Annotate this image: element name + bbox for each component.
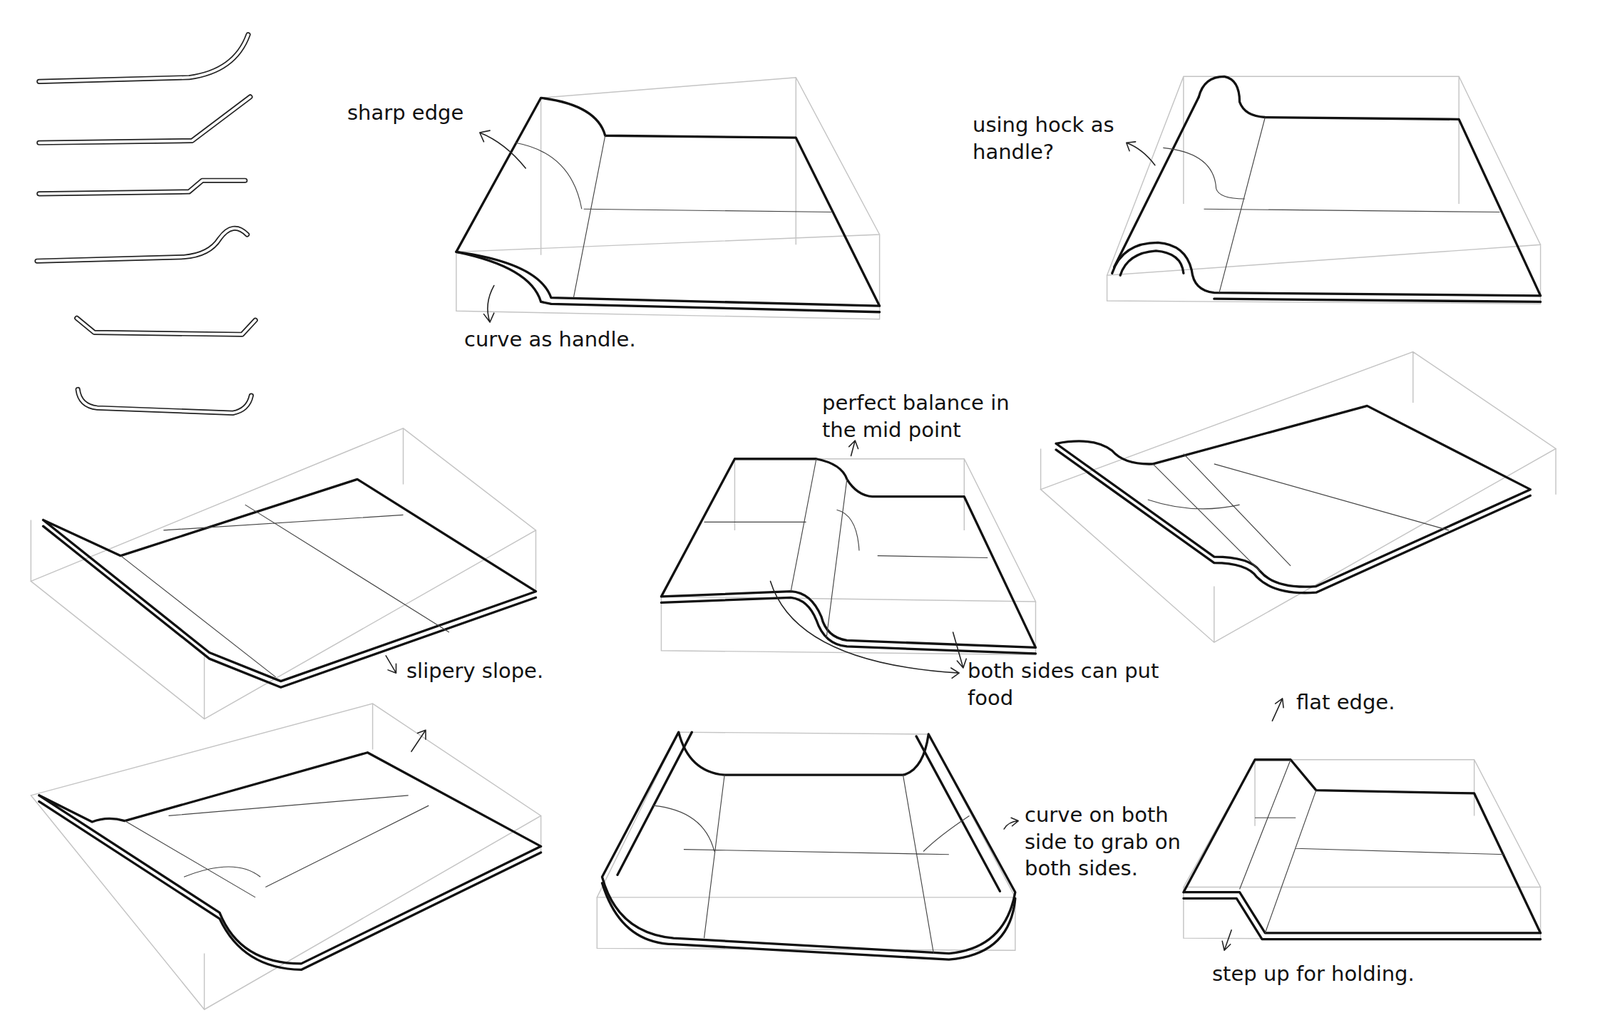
tray-outline xyxy=(1112,76,1541,296)
tray-rim xyxy=(456,251,880,312)
note-label: curve as handle. xyxy=(464,326,689,354)
profile-double-curve xyxy=(77,389,251,413)
profile-hook xyxy=(37,228,248,261)
profile-curve xyxy=(39,34,249,82)
tray-rim xyxy=(1114,96,1541,303)
tray-rim xyxy=(39,801,542,970)
leader-arrow xyxy=(1272,698,1284,721)
tray-outline xyxy=(601,732,1015,954)
profile-step xyxy=(39,180,246,194)
profile-hook xyxy=(37,228,248,261)
construction-line xyxy=(653,775,969,954)
leader-arrow xyxy=(1126,141,1156,166)
leader-arrow xyxy=(953,632,967,669)
leader-arrows xyxy=(385,130,1284,951)
construction-line xyxy=(1162,117,1500,294)
tray-rim xyxy=(1055,449,1531,594)
tray-rim xyxy=(1183,898,1541,940)
construction-line xyxy=(515,135,832,298)
note-label: perfect balance in the mid point xyxy=(822,390,1032,444)
profile-sections xyxy=(37,34,256,414)
tray-step-up xyxy=(1183,760,1541,941)
bounding-box xyxy=(456,77,880,320)
tray-outline xyxy=(39,752,542,964)
leader-arrow xyxy=(411,730,426,752)
leader-arrow xyxy=(484,285,495,323)
profile-slope xyxy=(39,96,251,143)
leader-arrow xyxy=(385,655,396,674)
construction-line xyxy=(1239,760,1506,934)
profile-curve xyxy=(39,34,249,82)
note-label: using hock as handle? xyxy=(972,111,1141,166)
tray-hook xyxy=(1107,76,1541,304)
tray-two-curves xyxy=(596,732,1016,960)
tray-step-curve xyxy=(1040,352,1556,644)
bounding-box xyxy=(660,459,1036,656)
tray-outline xyxy=(1055,405,1531,587)
profile-step xyxy=(39,180,246,194)
construction-line xyxy=(120,504,450,678)
note-label: sharp edge xyxy=(347,99,511,127)
note-label: curve on both side to grab on both sides… xyxy=(1024,802,1209,883)
tray-outline xyxy=(660,459,1036,649)
note-label: flat edge. xyxy=(1296,689,1470,717)
profile-double-curve xyxy=(77,389,251,413)
tray-outline xyxy=(1183,760,1541,934)
tray-sharp-edge xyxy=(456,77,880,320)
note-label: step up for holding. xyxy=(1212,961,1519,989)
leader-arrow xyxy=(770,581,960,679)
leader-arrow xyxy=(1222,930,1232,952)
leader-arrow xyxy=(479,130,526,169)
profile-double-slope xyxy=(77,318,256,335)
tray-outline xyxy=(43,479,537,681)
bounding-box xyxy=(1183,760,1541,941)
construction-line xyxy=(1147,454,1449,572)
note-label: both sides can put food xyxy=(967,658,1188,712)
bounding-box xyxy=(596,732,1016,951)
note-label: slipery slope. xyxy=(406,658,611,686)
profile-double-slope xyxy=(77,318,256,335)
construction-line xyxy=(704,459,989,638)
tray-mid-balance xyxy=(660,459,1036,656)
leader-arrow xyxy=(849,440,859,456)
bounding-box xyxy=(30,703,541,1010)
leader-arrow xyxy=(1003,817,1019,830)
tray-rim xyxy=(660,597,1036,654)
tray-rim xyxy=(601,732,1015,960)
tray-one-curve xyxy=(30,703,541,1010)
bounding-box xyxy=(1107,76,1541,304)
profile-slope xyxy=(39,96,251,143)
bounding-box xyxy=(1040,352,1556,644)
construction-line xyxy=(124,795,429,898)
